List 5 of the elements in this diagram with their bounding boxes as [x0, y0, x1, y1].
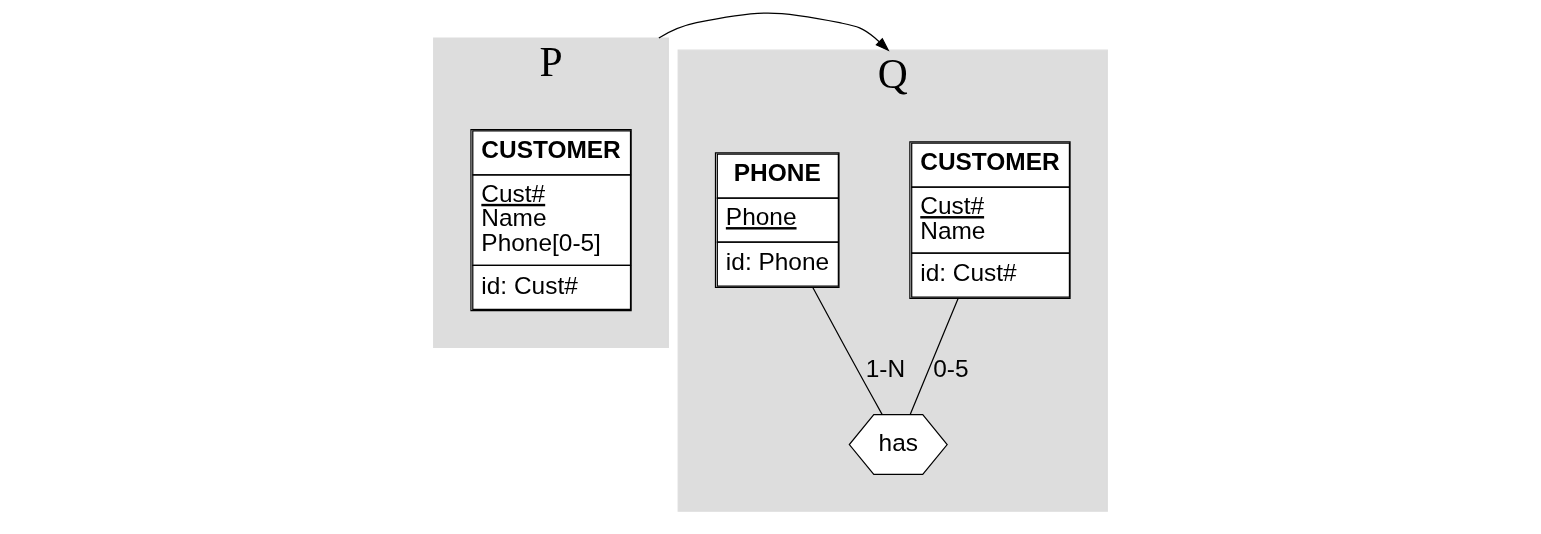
- arrow: [658, 12, 890, 52]
- connector: [909, 298, 959, 416]
- edge-label: 1-N: [865, 354, 906, 382]
- connector: [812, 286, 883, 415]
- edge-label: 0-5: [933, 354, 969, 382]
